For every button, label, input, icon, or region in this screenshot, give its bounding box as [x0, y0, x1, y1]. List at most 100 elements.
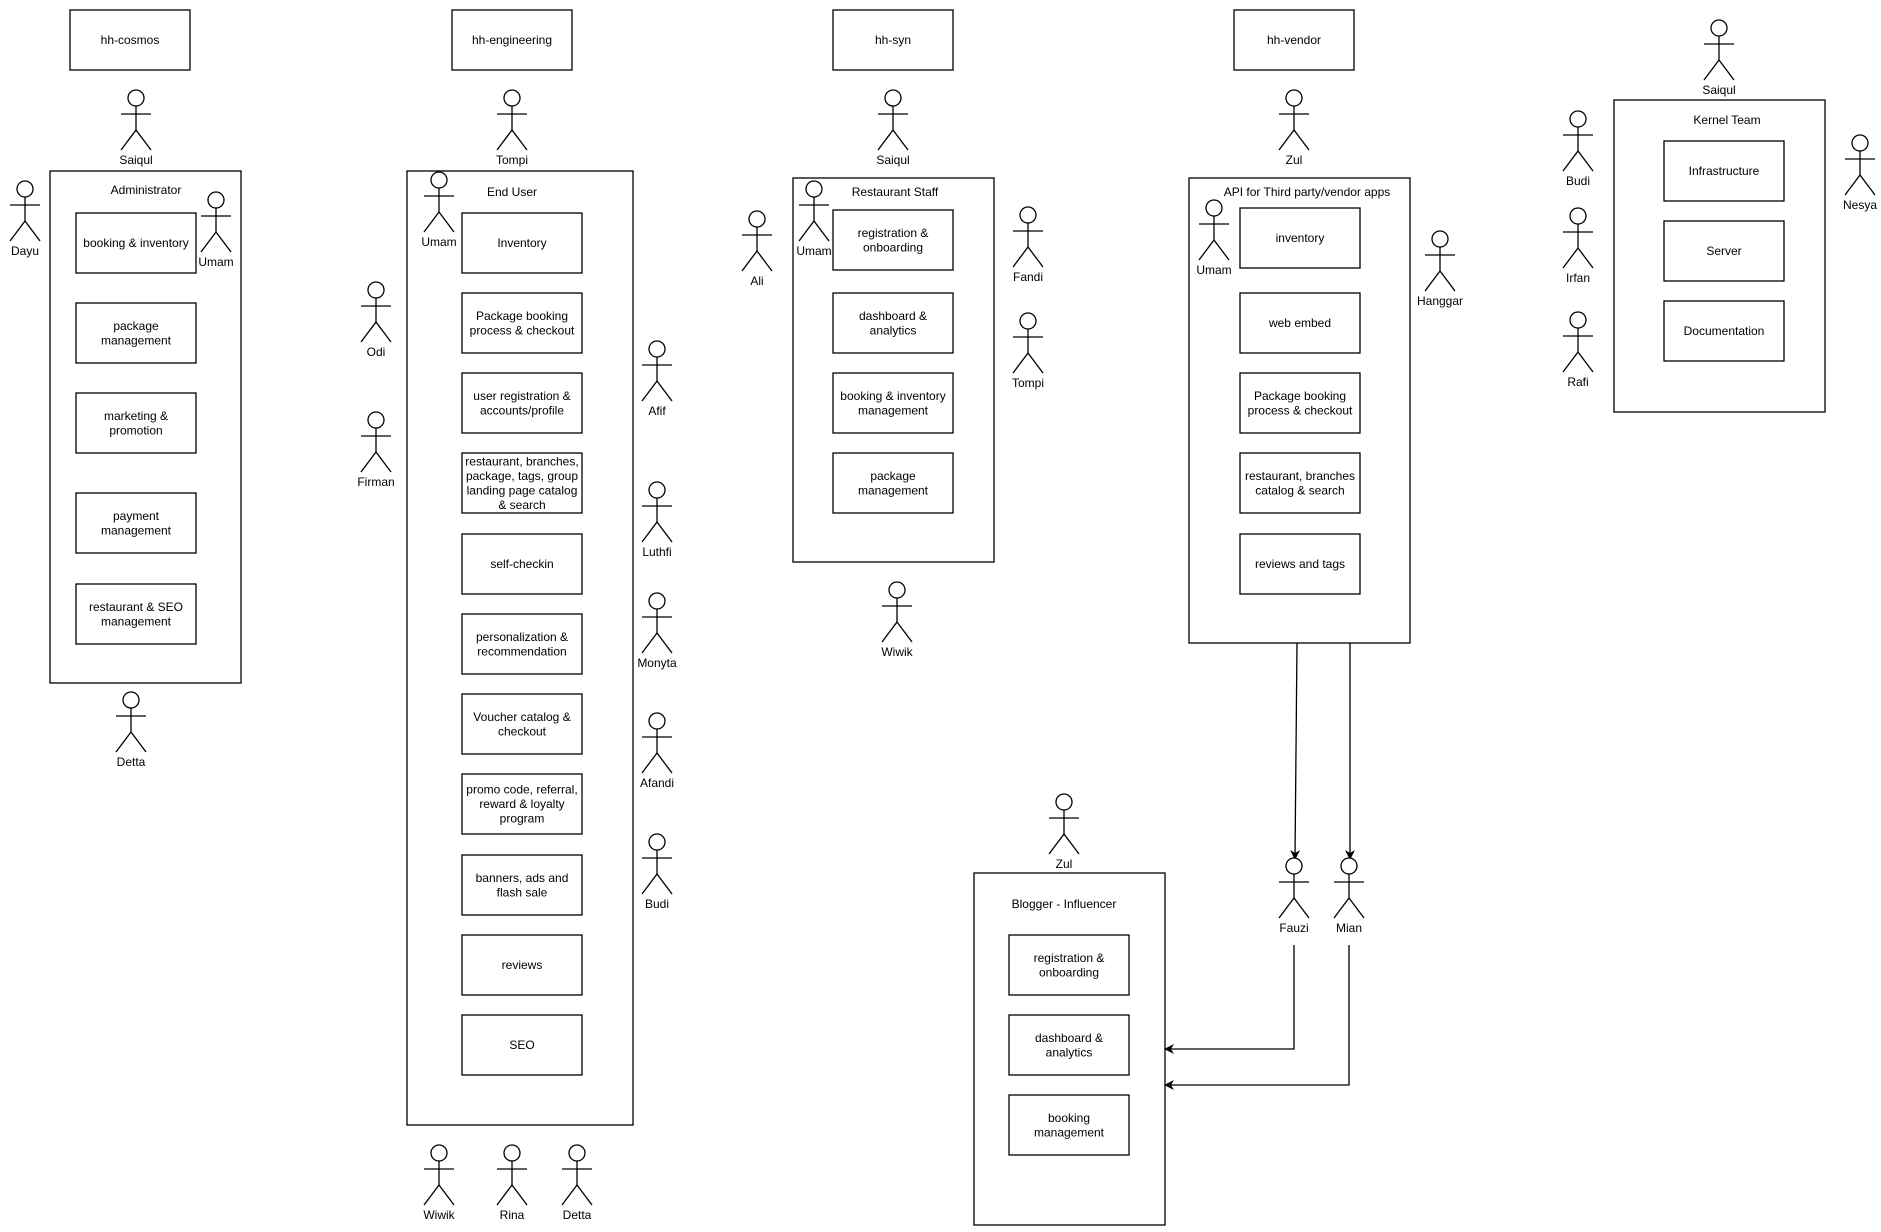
- actor-budi[interactable]: Budi: [641, 833, 673, 911]
- actor-tompi[interactable]: Tompi: [1012, 312, 1044, 390]
- feature-box-vendor[interactable]: web embed: [1239, 292, 1361, 354]
- actor-umam[interactable]: Umam: [1196, 199, 1232, 277]
- edge-fauzi-to-blogger: [1164, 945, 1295, 1054]
- feature-box-engineering[interactable]: SEO: [461, 1014, 583, 1076]
- actor-budi[interactable]: Budi: [1562, 110, 1594, 188]
- actor-umam[interactable]: Umam: [198, 191, 234, 269]
- feature-label: analytics: [1046, 1045, 1093, 1059]
- feature-box-syn[interactable]: registration &onboarding: [832, 209, 954, 271]
- actor-detta[interactable]: Detta: [561, 1144, 593, 1222]
- actor-saiqul[interactable]: Saiqul: [1702, 19, 1736, 97]
- feature-label: dashboard &: [859, 309, 927, 323]
- actor-monyta[interactable]: Monyta: [637, 592, 677, 670]
- actor-ali[interactable]: Ali: [741, 210, 773, 288]
- actor-wiwik[interactable]: Wiwik: [881, 581, 914, 659]
- feature-box-blogger[interactable]: dashboard &analytics: [1008, 1014, 1130, 1076]
- feature-box-engineering[interactable]: Voucher catalog &checkout: [461, 693, 583, 755]
- feature-label: registration &: [1034, 951, 1105, 965]
- feature-box-engineering[interactable]: Inventory: [461, 212, 583, 274]
- feature-label: Documentation: [1684, 324, 1765, 338]
- actor-label: Nesya: [1843, 198, 1877, 212]
- actor-luthfi[interactable]: Luthfi: [641, 481, 673, 559]
- feature-box-engineering[interactable]: restaurant, branches,package, tags, grou…: [461, 452, 583, 514]
- group-title: End User: [487, 185, 537, 199]
- feature-box-kernel[interactable]: Documentation: [1663, 300, 1785, 362]
- actor-umam[interactable]: Umam: [421, 171, 457, 249]
- actor-afandi[interactable]: Afandi: [640, 712, 674, 790]
- actor-saiqul[interactable]: Saiqul: [876, 89, 910, 167]
- actor-fandi[interactable]: Fandi: [1012, 206, 1044, 284]
- feature-label: SEO: [509, 1038, 534, 1052]
- actor-label: Umam: [198, 255, 233, 269]
- feature-label: onboarding: [863, 240, 923, 254]
- actor-fauzi[interactable]: Fauzi: [1278, 857, 1310, 935]
- feature-label: package, tags, group: [466, 469, 578, 483]
- actor-nesya[interactable]: Nesya: [1843, 134, 1877, 212]
- actor-label: Umam: [1196, 263, 1231, 277]
- actor-umam[interactable]: Umam: [796, 180, 832, 258]
- actor-odi[interactable]: Odi: [360, 281, 392, 359]
- feature-box-engineering[interactable]: promo code, referral,reward & loyaltypro…: [461, 773, 583, 835]
- actor-zul[interactable]: Zul: [1048, 793, 1080, 871]
- feature-box-vendor[interactable]: inventory: [1239, 207, 1361, 269]
- feature-box-engineering[interactable]: self-checkin: [461, 533, 583, 595]
- repo-box-syn[interactable]: hh-syn: [832, 9, 954, 71]
- group-title: Restaurant Staff: [852, 185, 939, 199]
- feature-label: restaurant, branches,: [465, 454, 578, 468]
- feature-box-engineering[interactable]: user registration &accounts/profile: [461, 372, 583, 434]
- actor-label: Wiwik: [423, 1208, 455, 1222]
- feature-box-cosmos[interactable]: booking & inventory: [75, 212, 197, 274]
- actor-firman[interactable]: Firman: [357, 411, 395, 489]
- feature-box-engineering[interactable]: reviews: [461, 934, 583, 996]
- repo-box-cosmos[interactable]: hh-cosmos: [69, 9, 191, 71]
- group-title: API for Third party/vendor apps: [1224, 185, 1391, 199]
- feature-label: checkout: [498, 724, 547, 738]
- actor-rina[interactable]: Rina: [496, 1144, 528, 1222]
- feature-box-kernel[interactable]: Server: [1663, 220, 1785, 282]
- actor-label: Saiqul: [1702, 83, 1735, 97]
- actor-dayu[interactable]: Dayu: [9, 180, 41, 258]
- actor-label: Saiqul: [119, 153, 152, 167]
- feature-box-cosmos[interactable]: marketing &promotion: [75, 392, 197, 454]
- actor-label: Ali: [750, 274, 763, 288]
- actor-mian[interactable]: Mian: [1333, 857, 1365, 935]
- repo-box-vendor[interactable]: hh-vendor: [1233, 9, 1355, 71]
- feature-label: catalog & search: [1255, 483, 1344, 497]
- feature-label: process & checkout: [1248, 403, 1353, 417]
- actor-tompi[interactable]: Tompi: [496, 89, 528, 167]
- feature-box-kernel[interactable]: Infrastructure: [1663, 140, 1785, 202]
- actor-zul[interactable]: Zul: [1278, 89, 1310, 167]
- feature-boxes: hh-cosmos hh-engineering hh-syn hh-vendor bo…: [69, 9, 1785, 1156]
- feature-label: management: [101, 523, 172, 537]
- actor-hanggar[interactable]: Hanggar: [1417, 230, 1463, 308]
- feature-label: management: [1034, 1125, 1105, 1139]
- actor-afif[interactable]: Afif: [641, 340, 673, 418]
- feature-box-engineering[interactable]: personalization &recommendation: [461, 613, 583, 675]
- feature-label: accounts/profile: [480, 403, 564, 417]
- feature-box-vendor[interactable]: reviews and tags: [1239, 533, 1361, 595]
- actor-label: Hanggar: [1417, 294, 1463, 308]
- feature-label: process & checkout: [470, 323, 575, 337]
- actor-label: Afif: [648, 404, 666, 418]
- actor-label: Saiqul: [876, 153, 909, 167]
- feature-box-syn[interactable]: dashboard &analytics: [832, 292, 954, 354]
- repo-box-engineering[interactable]: hh-engineering: [451, 9, 573, 71]
- feature-label: user registration &: [473, 389, 570, 403]
- actor-rafi[interactable]: Rafi: [1562, 311, 1594, 389]
- actor-wiwik[interactable]: Wiwik: [423, 1144, 456, 1222]
- feature-label: reviews: [502, 958, 543, 972]
- actor-irfan[interactable]: Irfan: [1562, 207, 1594, 285]
- feature-box-blogger[interactable]: registration &onboarding: [1008, 934, 1130, 996]
- actor-saiqul[interactable]: Saiqul: [119, 89, 153, 167]
- actor-detta[interactable]: Detta: [115, 691, 147, 769]
